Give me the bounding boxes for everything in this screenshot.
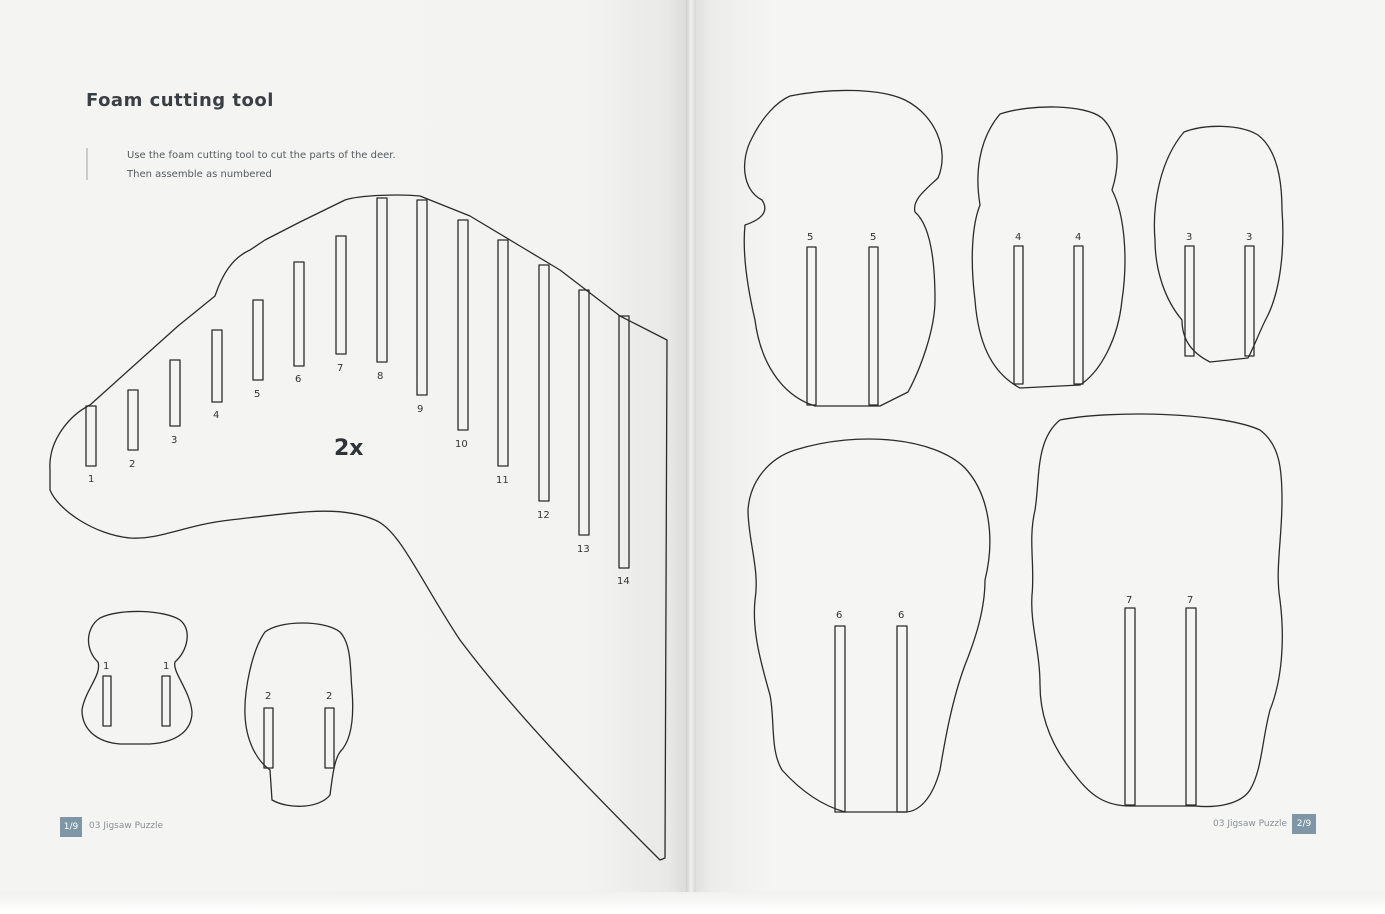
small-piece-1-label-a: 1 [103,661,109,672]
neck-label-11: 11 [496,475,509,486]
piece-5-outline [743,89,943,407]
small-piece-1-slot-b [161,675,171,727]
piece-4-label-a: 4 [1015,232,1021,243]
piece-6-slot-a [834,625,846,813]
neck-slot-labels: 1 2 3 4 5 6 7 8 9 10 11 12 13 14 [88,363,630,587]
neck-label-7: 7 [337,363,343,374]
piece-6-slot-b [896,625,908,813]
piece-4-outline [971,106,1126,389]
neck-label-5: 5 [254,389,260,400]
neck-label-4: 4 [213,410,219,421]
small-piece-1-slot-a [102,675,112,727]
neck-label-8: 8 [377,371,383,382]
neck-label-14: 14 [617,576,630,587]
neck-label-3: 3 [171,435,177,446]
right-page [690,0,1385,914]
small-piece-2-label-a: 2 [265,691,271,702]
instruction-bar [86,148,88,180]
page-badge-right: 2/9 [1292,814,1316,834]
neck-slot-10 [457,219,469,431]
piece-6-label-a: 6 [836,610,842,621]
piece-5-label-b: 5 [870,232,876,243]
small-piece-2-slot-b [324,707,335,769]
piece-5-slot-a [806,246,817,406]
neck-slot-8 [376,197,388,363]
small-piece-2-slot-a [263,707,274,769]
neck-slot-6 [293,261,305,367]
instruction-line-2: Then assemble as numbered [127,169,272,180]
piece-3-slot-b [1244,245,1255,357]
piece-5-slot-b [868,246,879,406]
piece-3-outline [1153,125,1284,363]
neck-slot-13 [578,289,590,536]
piece-4-label-b: 4 [1075,232,1081,243]
piece-6-label-b: 6 [898,610,904,621]
piece-7-label-a: 7 [1126,595,1132,606]
piece-4-slot-a [1013,245,1024,385]
neck-slot-12 [538,264,550,502]
neck-slot-3 [169,359,181,427]
neck-slot-5 [252,299,264,381]
page-badge-left: 1/9 [60,817,82,837]
small-piece-2-label-b: 2 [326,691,332,702]
piece-7-outline [1031,413,1283,808]
neck-label-2: 2 [129,459,135,470]
neck-slot-1 [85,405,97,467]
small-piece-1-label-b: 1 [163,661,169,672]
piece-6-outline [747,438,991,813]
neck-label-12: 12 [537,510,550,521]
neck-slot-11 [497,239,509,467]
neck-slot-9 [416,199,428,396]
neck-label-10: 10 [455,439,468,450]
piece-3-label-a: 3 [1186,232,1192,243]
page-bottom-edge [0,892,1385,914]
footer-section-left: 03 Jigsaw Puzzle [89,821,164,831]
piece-5-label-a: 5 [807,232,813,243]
neck-piece-outline [49,194,668,861]
piece-3-label-b: 3 [1246,232,1252,243]
neck-label-1: 1 [88,474,94,485]
left-page [0,0,690,914]
piece-7-label-b: 7 [1187,595,1193,606]
piece-3-slot-a [1184,245,1195,357]
small-piece-2-outline [244,622,354,807]
neck-slot-2 [127,389,139,451]
piece-7-slot-a [1124,607,1136,806]
neck-slot-4 [211,329,223,403]
neck-slot-14 [618,315,630,569]
small-piece-1-outline [81,610,193,745]
book-spine [686,0,696,914]
neck-label-6: 6 [295,374,301,385]
neck-label-9: 9 [417,404,423,415]
quantity-multiplier: 2x [334,436,364,461]
neck-slot-7 [335,235,347,355]
footer-section-right: 03 Jigsaw Puzzle [1213,819,1288,829]
page-title: Foam cutting tool [86,90,274,111]
piece-7-slot-b [1185,607,1197,806]
neck-label-13: 13 [577,544,590,555]
instruction-line-1: Use the foam cutting tool to cut the par… [127,150,396,161]
piece-4-slot-b [1073,245,1084,385]
